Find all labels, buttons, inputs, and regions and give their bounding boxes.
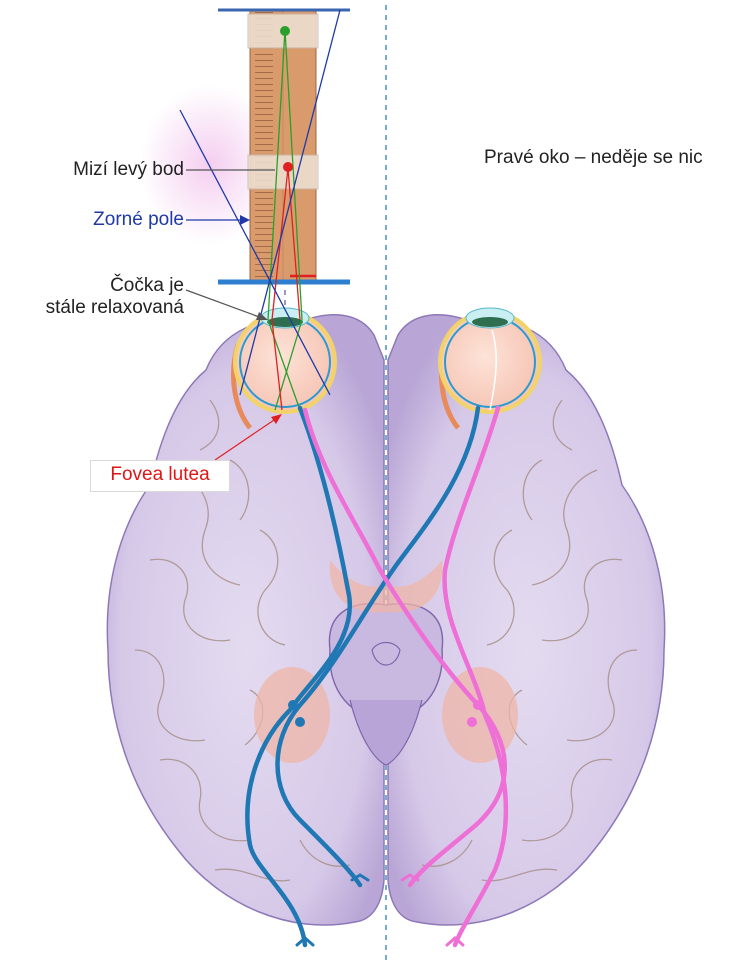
visual-field-label: Zorné pole — [20, 209, 184, 231]
lens-label-line1: Čočka je — [20, 275, 184, 297]
far-point — [283, 162, 293, 172]
lens-relaxed-label: Čočka je stále relaxovaná — [20, 275, 184, 319]
fovea-label: Fovea lutea — [90, 460, 230, 492]
lens-label-line2: stále relaxovaná — [20, 297, 184, 319]
vanishing-point-label: Mizí levý bod — [20, 159, 184, 181]
right-eye-note: Pravé oko – neděje se nic — [484, 147, 703, 169]
far-slider — [248, 155, 318, 189]
near-point — [280, 26, 290, 36]
